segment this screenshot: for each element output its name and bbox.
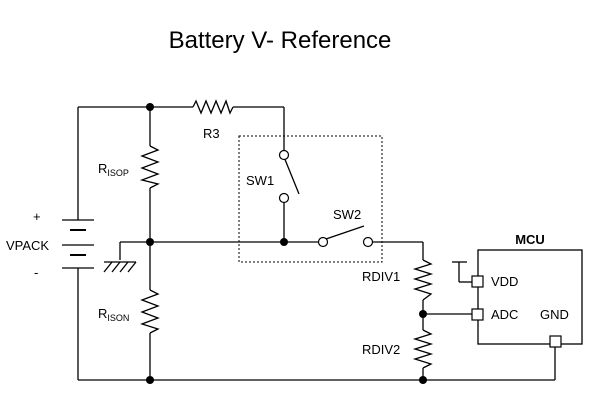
risop-label: RISOP: [98, 161, 129, 178]
sw2-switch: [317, 225, 374, 248]
rdiv1-resistor: [412, 259, 434, 301]
adc-pin: [471, 308, 484, 321]
sw1-label: SW1: [246, 173, 274, 188]
sw2-label: SW2: [333, 207, 361, 222]
adc-label: ADC: [491, 307, 518, 322]
vdd-label: VDD: [491, 274, 518, 289]
sw1-switch: [278, 149, 300, 204]
plus-sign: +: [33, 209, 41, 224]
switch-enclosure: [238, 135, 383, 263]
mcu-block: [477, 249, 583, 345]
rison-resistor: [139, 289, 160, 334]
rdiv2-resistor: [412, 329, 434, 369]
rdiv2-label: RDIV2: [362, 342, 400, 357]
junction-dots: [146, 103, 427, 384]
diagram-title: Battery V- Reference: [169, 27, 392, 54]
vdd-pin: [471, 275, 484, 288]
battery-vpack: [62, 219, 94, 269]
vpack-label: VPACK: [6, 238, 49, 253]
mcu-label: MCU: [515, 232, 545, 247]
ground-symbol: [103, 261, 137, 273]
r3-resistor: [192, 99, 234, 115]
gnd-label: GND: [540, 307, 569, 322]
gnd-pin: [549, 335, 562, 348]
r3-label: R3: [203, 126, 220, 141]
risop-resistor: [139, 145, 160, 189]
minus-sign: -: [34, 265, 38, 280]
rison-label: RISON: [98, 306, 129, 323]
rdiv1-label: RDIV1: [362, 269, 400, 284]
